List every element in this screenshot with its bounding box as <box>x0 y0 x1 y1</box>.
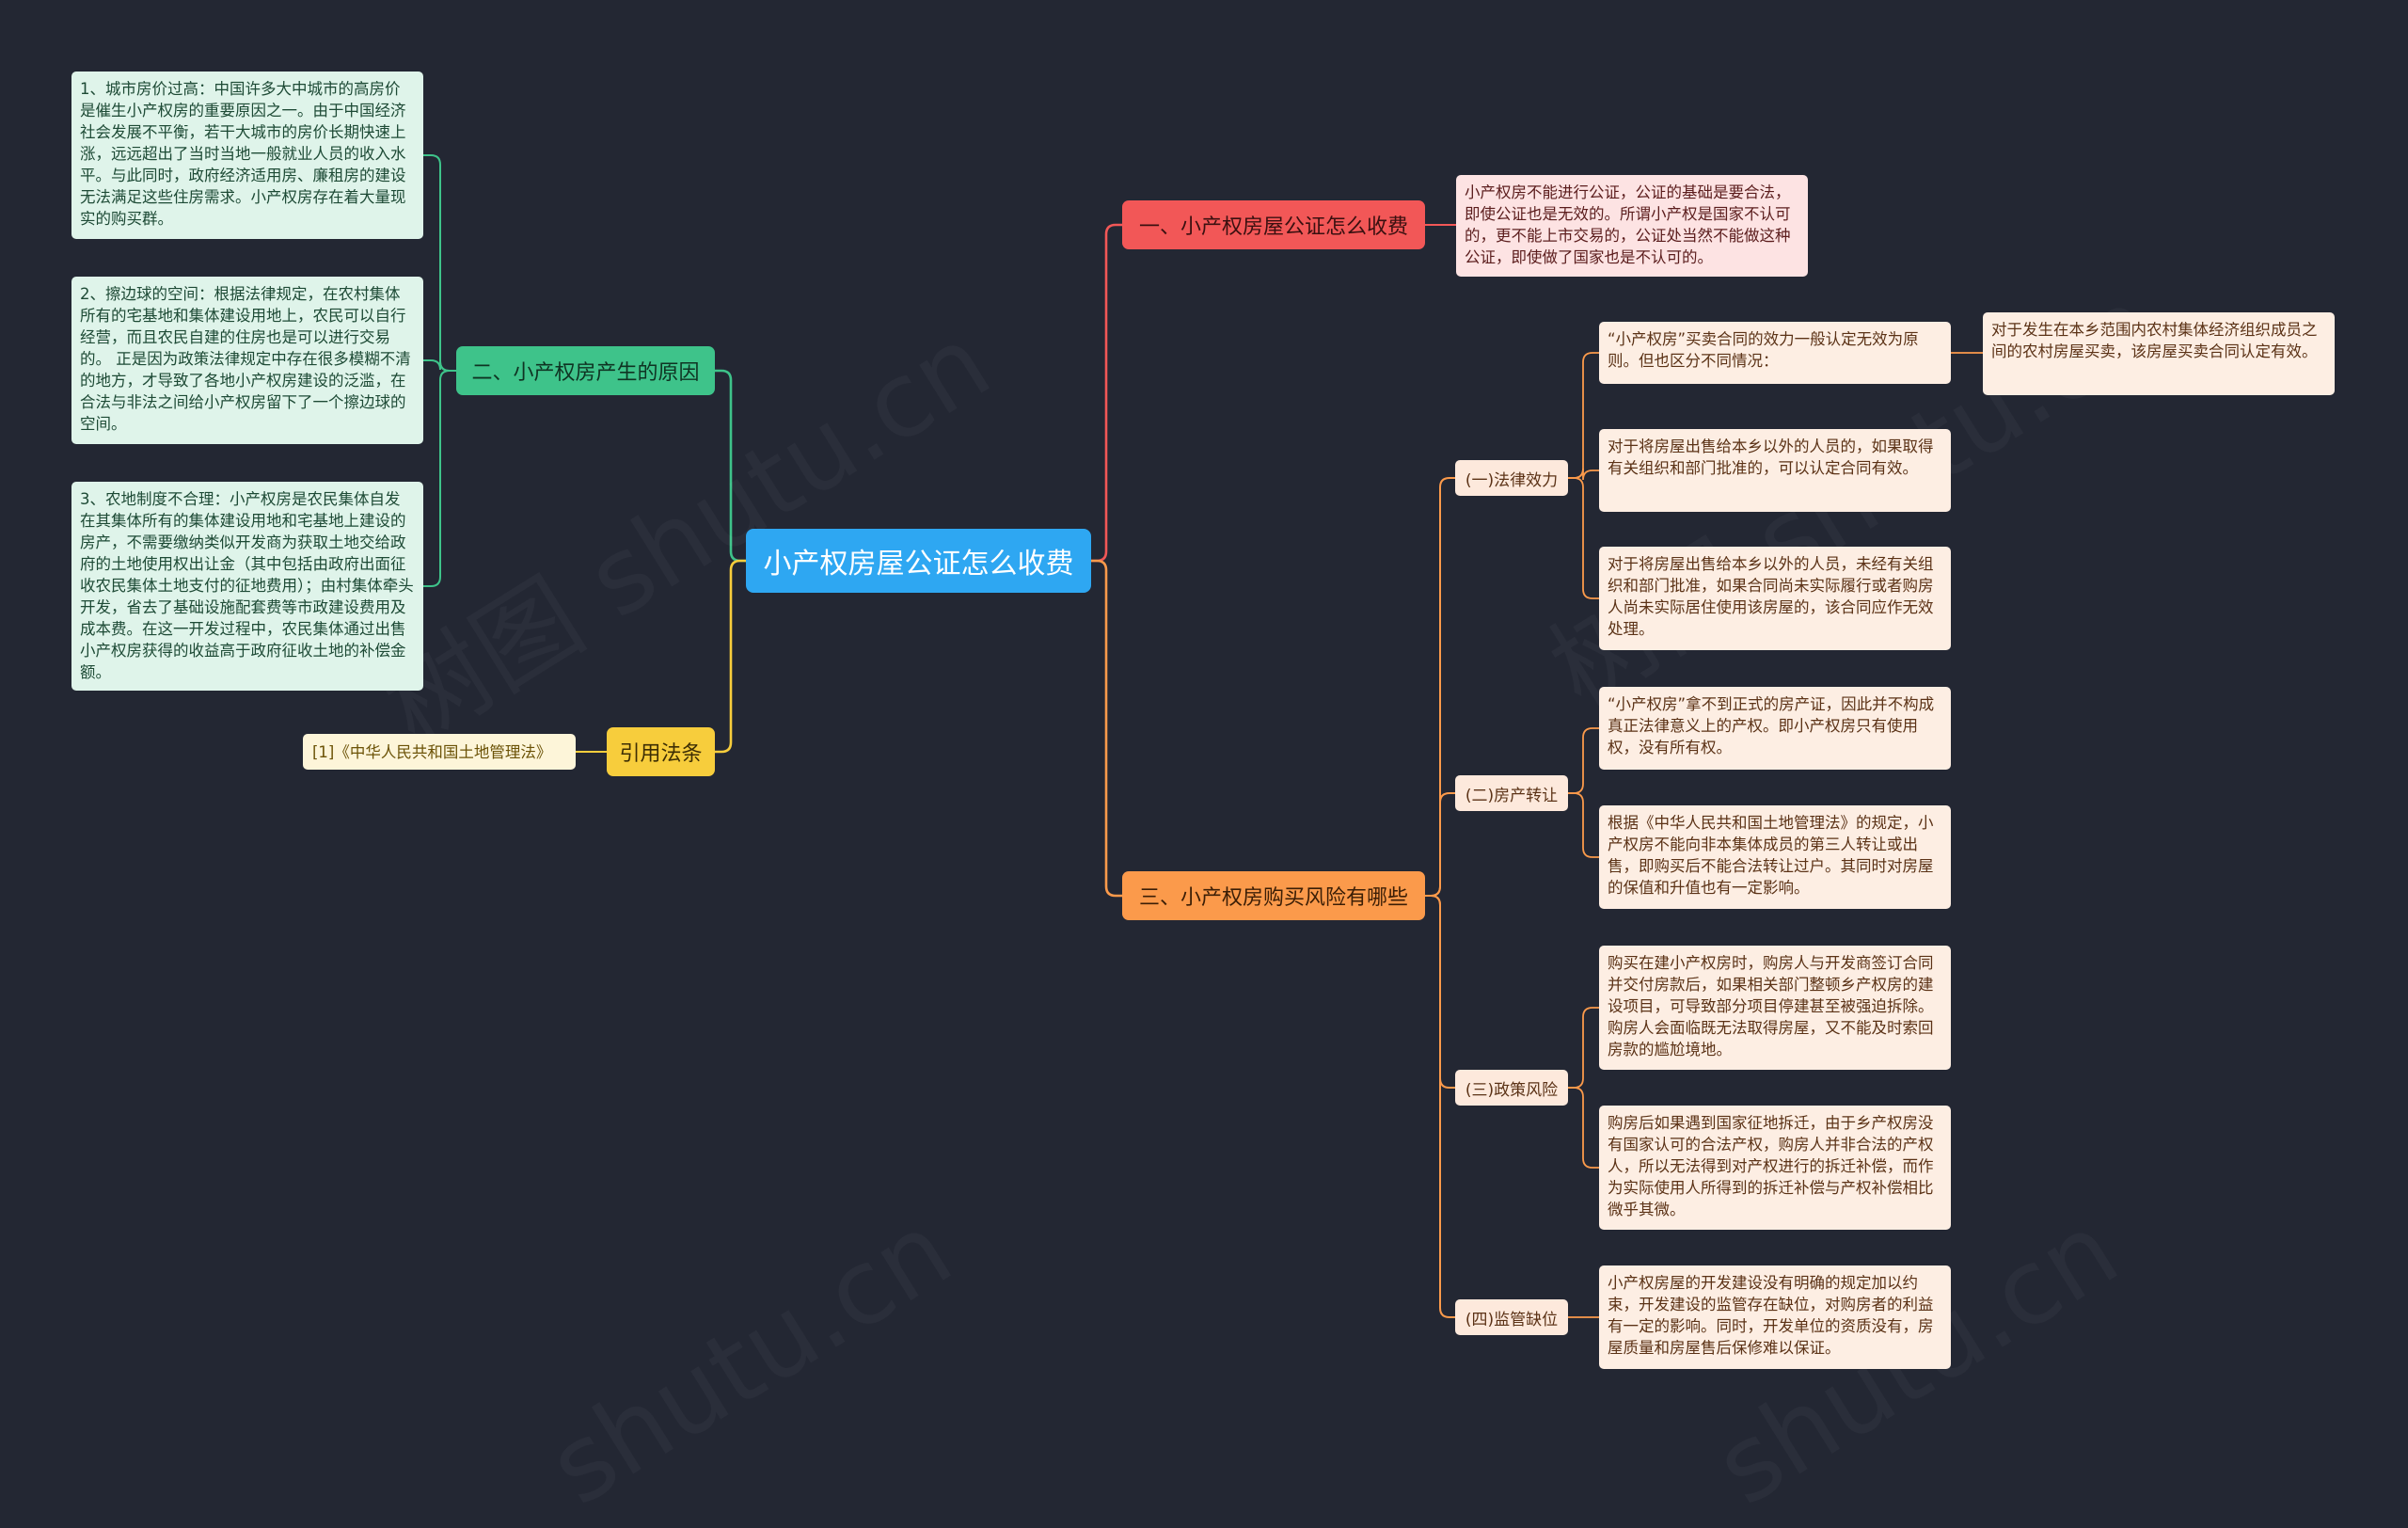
leaf-policy-2[interactable]: 购房后如果遇到国家征地拆迁，由于乡产权房没有国家认可的合法产权，购房人并非合法的… <box>1599 1106 1951 1230</box>
leaf-legal-effect-3[interactable]: 对于将房屋出售给本乡以外的人员，未经有关组织和部门批准，如果合同尚未实际履行或者… <box>1599 547 1951 650</box>
root-topic[interactable]: 小产权房屋公证怎么收费 <box>746 529 1091 593</box>
sub-property-transfer[interactable]: (二)房产转让 <box>1455 775 1568 811</box>
connector-line <box>1568 792 1599 858</box>
sub-legal-effect[interactable]: (一)法律效力 <box>1455 460 1568 496</box>
connector-line <box>1568 1087 1599 1169</box>
leaf-transfer-1[interactable]: “小产权房”拿不到正式的房产证，因此并不构成真正法律意义上的产权。即小产权房只有… <box>1599 687 1951 770</box>
leaf-notary-fee[interactable]: 小产权房不能进行公证，公证的基础是要合法，即使公证也是无效的。所谓小产权是国家不… <box>1456 175 1808 277</box>
connector-line <box>1568 1007 1599 1089</box>
leaf-cause-1[interactable]: 1、城市房价过高：中国许多大中城市的高房价是催生小产权房的重要原因之一。由于中国… <box>71 72 423 239</box>
sub-supervision-gap[interactable]: (四)监管缺位 <box>1455 1299 1568 1335</box>
connector-line <box>1568 727 1599 794</box>
connector-line <box>1091 559 1122 898</box>
connector-lines <box>423 154 1983 1318</box>
connector-line <box>1425 792 1455 897</box>
leaf-legal-effect-extra[interactable]: 对于发生在本乡范围内农村集体经济组织成员之间的农村房屋买卖，该房屋买卖合同认定有… <box>1983 312 2335 395</box>
branch-notary-fee[interactable]: 一、小产权房屋公证怎么收费 <box>1122 200 1425 249</box>
connector-line <box>715 369 746 563</box>
connector-line <box>423 370 456 587</box>
connector-line <box>1425 895 1455 1318</box>
connector-line <box>1568 477 1599 599</box>
branch-citations[interactable]: 引用法条 <box>607 727 715 776</box>
connector-line <box>715 559 746 754</box>
leaf-citation-1[interactable]: [1]《中华人民共和国土地管理法》 <box>303 734 576 770</box>
leaf-cause-3[interactable]: 3、农地制度不合理：小产权房是农民集体自发在其集体所有的集体建设用地和宅基地上建… <box>71 482 423 691</box>
leaf-cause-2[interactable]: 2、擦边球的空间：根据法律规定，在农村集体所有的宅基地和集体建设用地上，农民可以… <box>71 277 423 444</box>
sub-policy-risk[interactable]: (三)政策风险 <box>1455 1070 1568 1106</box>
connector-line <box>1568 352 1599 479</box>
connector-line <box>1091 223 1122 563</box>
leaf-legal-effect-1[interactable]: “小产权房”买卖合同的效力一般认定无效为原则。但也区分不同情况： <box>1599 322 1951 384</box>
connector-line <box>423 154 456 372</box>
leaf-policy-1[interactable]: 购买在建小产权房时，购房人与开发商签订合同并交付房款后，如果相关部门整顿乡产权房… <box>1599 946 1951 1070</box>
leaf-supervision-1[interactable]: 小产权房屋的开发建设没有明确的规定加以约束，开发建设的监管存在缺位，对购房者的利… <box>1599 1265 1951 1369</box>
leaf-transfer-2[interactable]: 根据《中华人民共和国土地管理法》的规定，小产权房不能向非本集体成员的第三人转让或… <box>1599 805 1951 909</box>
connector-line <box>423 359 456 372</box>
leaf-legal-effect-2[interactable]: 对于将房屋出售给本乡以外的人员的，如果取得有关组织和部门批准的，可以认定合同有效… <box>1599 429 1951 512</box>
branch-risks[interactable]: 三、小产权房购买风险有哪些 <box>1122 871 1425 920</box>
branch-causes[interactable]: 二、小产权房产生的原因 <box>456 346 715 395</box>
connector-line <box>1568 468 1599 481</box>
